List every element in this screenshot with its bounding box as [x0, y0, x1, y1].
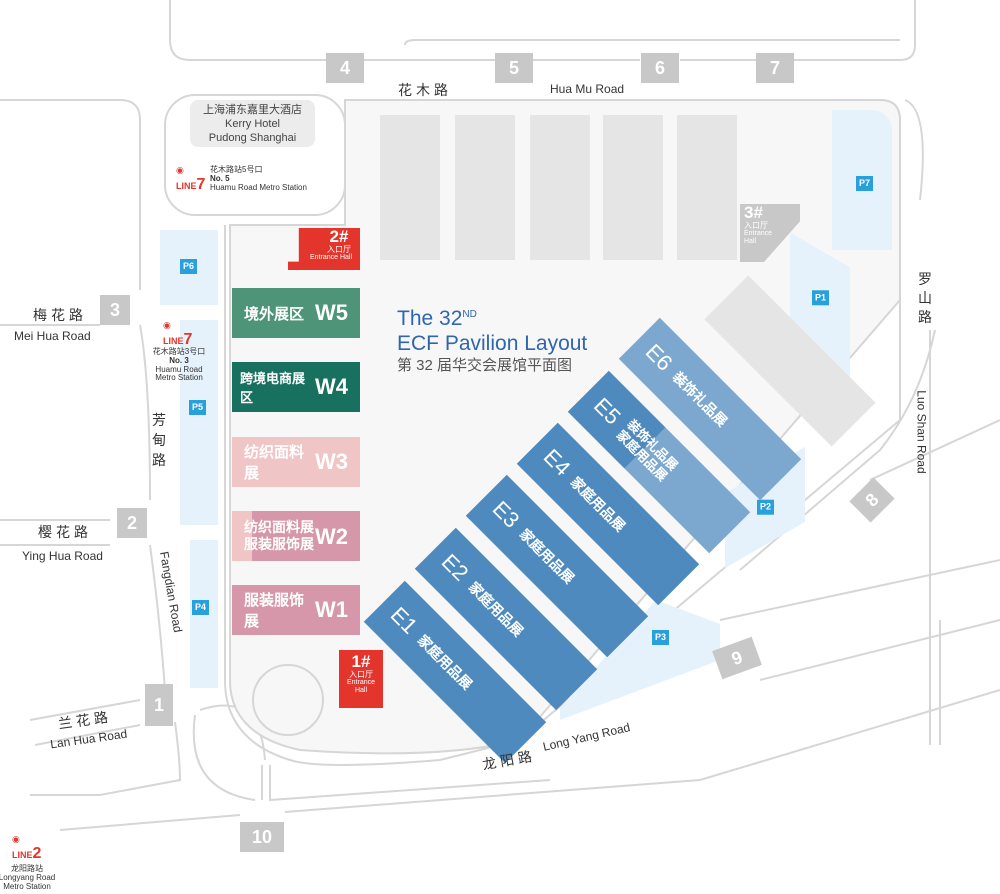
gate-4: 4 — [326, 53, 364, 83]
road-meihua-en: Mei Hua Road — [14, 329, 91, 343]
entrance-hall-2: 2# 入口厅 Entrance Hall — [288, 228, 360, 270]
road-meihua-cn: 梅花路 — [33, 307, 87, 323]
road-yinghua-cn: 樱花路 — [38, 524, 92, 540]
metro-line2-icon: ◉LINE2 — [12, 834, 42, 862]
hall-north-5 — [677, 115, 737, 260]
map-title: The 32ND ECF Pavilion Layout 第 32 届华交会展馆… — [397, 307, 588, 374]
gate-10: 10 — [240, 822, 284, 852]
hall-north-2 — [455, 115, 515, 260]
road-luoshan-en: Luo Shan Road — [914, 390, 929, 474]
road-fangdian-cn: 芳甸路 — [152, 412, 170, 468]
hall-north-4 — [603, 115, 663, 260]
hall-north-3 — [530, 115, 590, 260]
parking-p7: P7 — [832, 110, 892, 250]
parking-p5: P5 — [180, 320, 218, 525]
gate-5: 5 — [495, 53, 533, 83]
gate-1: 1 — [145, 684, 173, 726]
parking-p4: P4 — [190, 540, 218, 688]
gate-3: 3 — [100, 295, 130, 325]
gate-7: 7 — [756, 53, 794, 83]
road-huamu-en: Hua Mu Road — [550, 82, 625, 96]
hall-north-1 — [380, 115, 440, 260]
metro-line7-icon: ◉LINE7 — [163, 320, 193, 348]
road-luoshan-cn: 罗山路 — [918, 271, 936, 325]
hotel-label: 上海浦东嘉里大酒店 Kerry Hotel Pudong Shanghai — [190, 100, 315, 147]
gate-2: 2 — [117, 508, 147, 538]
parking-p6: P6 — [160, 230, 218, 305]
gate-6: 6 — [641, 53, 679, 83]
metro-line7-icon: ◉LINE7 — [176, 165, 206, 193]
road-yinghua-en: Ying Hua Road — [22, 549, 103, 563]
road-huamu-cn: 花木路 — [398, 82, 452, 98]
entrance-hall-1: 1# 入口厅 Entrance Hall — [339, 650, 383, 708]
